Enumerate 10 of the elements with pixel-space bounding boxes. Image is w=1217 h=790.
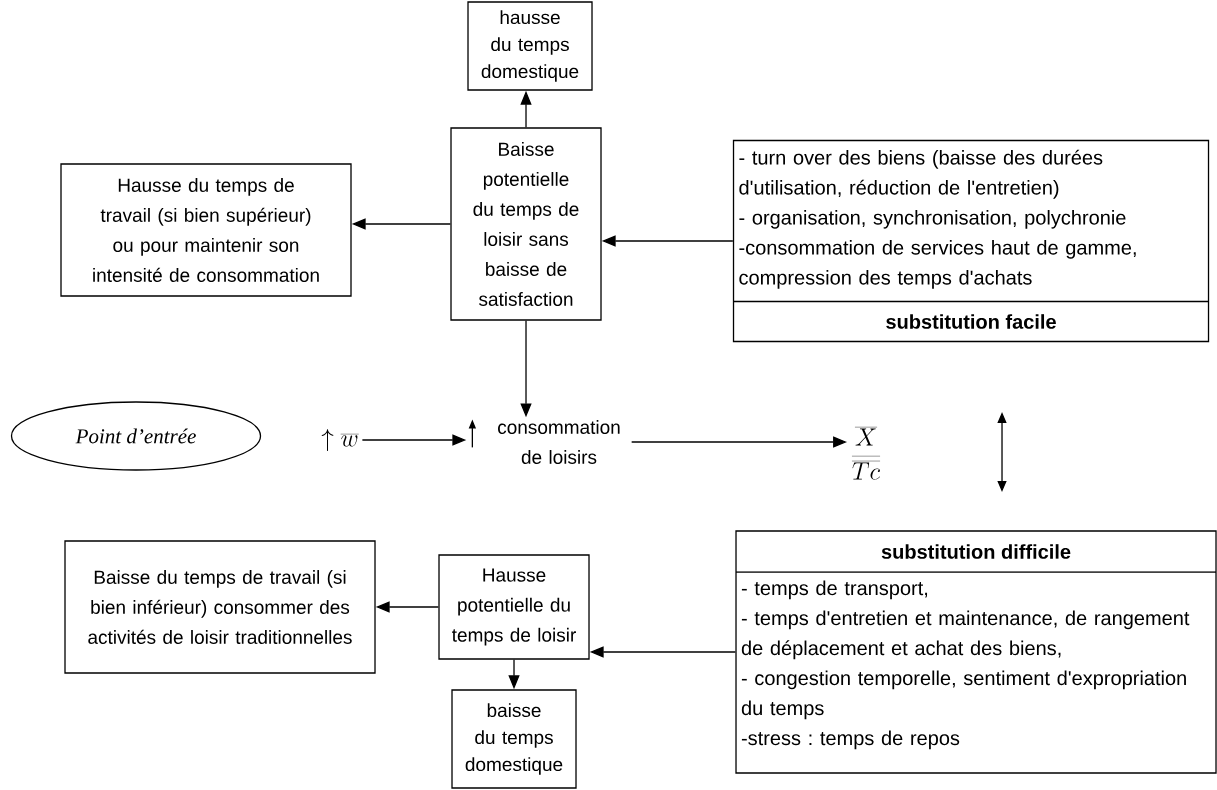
text-box: - turn over des biens (baisse des durées d'utilisation, réduction de l'entretien) - organisation, synchronisation, polychronie -consommation de services haut de gamme, compression des temps d'achats substitution facile — [732, 139, 1210, 343]
process-box: hausse du temps domestique — [467, 1, 593, 91]
process-box: Hausse du temps de travail (si bien supérieur) ou pour maintenir son intensité de consommation — [60, 163, 352, 297]
process-box: Baisse potentielle du temps de loisir sans baisse de satisfaction — [450, 127, 602, 321]
process-box: Baisse du temps de travail (si bien inférieur) consommer des activités de loisir traditionnelles — [64, 540, 376, 674]
process-box: baisse du temps domestique — [451, 689, 577, 789]
process-box: Hausse potentielle du temps de loisir — [438, 554, 590, 660]
formula: $\frac{\overline{X}}{\overline{Tc}}$ — [851, 427, 881, 480]
text-box: substitution difficile - temps de transport, - temps d'entretien et maintenance, de rangement de déplacement et achat des biens, - congestion temporelle, sentiment d'expropriation du temps -stress : temps de repos — [735, 530, 1217, 774]
formula: $\uparrow \overline{w}$ — [321, 429, 359, 452]
